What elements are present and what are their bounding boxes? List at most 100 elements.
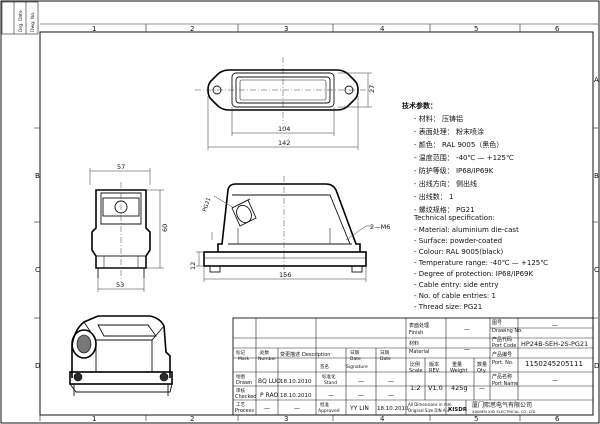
spec-cn-line-5: - 防护等级： IP68/IP69K <box>414 166 494 175</box>
col-number-2-bottom: 2 <box>190 415 194 423</box>
spec-en-line-1: - Material: aluminium die-cast <box>414 226 519 234</box>
spec-cn-line-2: - 表面处理： 粉末喷涂 <box>414 127 484 136</box>
zone-ticks <box>34 23 598 421</box>
drawing-no-label-en: Drawing No. <box>492 328 523 334</box>
port-name-label-cn: 产品名称 <box>492 373 512 380</box>
spec-en-line-6: - Cable entry: side entry <box>414 281 499 289</box>
margin-boxes: Drg. Date Dwg. No. <box>1 1 39 35</box>
drawn-date: 18.10.2010 <box>280 379 312 385</box>
drawn-name: BQ LUO <box>258 378 281 385</box>
dim-width-104: 104 <box>278 125 290 133</box>
standard-date: — <box>388 378 394 385</box>
row-letter-a: A <box>594 76 599 84</box>
material-value: — <box>464 346 470 353</box>
weight-label-en: Weight <box>450 368 467 374</box>
mark-label-cn: 标记 <box>236 349 245 356</box>
process-label-en: Process <box>235 408 254 414</box>
checked-extra-3: — <box>388 392 394 399</box>
company-name-en: XIAMEN XISI ELECTRICAL CO.,LTD <box>472 409 536 414</box>
col-number-1-bottom: 1 <box>92 415 96 423</box>
col-number-6: 6 <box>555 25 560 33</box>
checked-date: 18.10.2010 <box>280 393 312 399</box>
spec-chinese: 技术参数： - 材料： 压铸铝 - 表面处理： 粉末喷涂 - 颜色： RAL 9… <box>402 101 514 214</box>
title-block <box>232 317 594 416</box>
spec-cn-line-1: - 材料： 压铸铝 <box>414 114 463 123</box>
row-letter-c: C <box>594 266 599 274</box>
drawing-no-value: — <box>552 322 558 329</box>
side-view: 57 60 53 <box>89 163 169 292</box>
spec-en-heading: Technical specification: <box>413 214 495 222</box>
checked-label-cn: 审核 <box>236 387 245 394</box>
spec-cn-line-3: - 颜色： RAL 9005（黑色） <box>414 140 503 149</box>
spec-cn-line-7: - 出线数： 1 <box>414 192 453 201</box>
drawing-no-label-cn: 图号 <box>492 320 502 326</box>
dim-screw-2m6: 2—M6 <box>370 223 390 231</box>
row-letter-d-left: D <box>35 362 40 370</box>
dims-note-2: Original Size DIN A 4 <box>408 408 450 413</box>
scale-label-cn: 比例 <box>410 361 420 368</box>
col-number-3-bottom: 3 <box>284 415 288 423</box>
mark-label-en: Mark <box>238 356 249 362</box>
rev-label-cn: 版本 <box>429 361 439 368</box>
col-number-3: 3 <box>284 25 288 33</box>
spec-en-line-3: - Colour: RAL 9005(black) <box>414 248 504 256</box>
col-number-4-bottom: 4 <box>380 415 385 423</box>
scale-label-en: Scale <box>409 368 422 374</box>
spec-en-line-7: - No. of cable entries: 1 <box>414 292 496 300</box>
date-label-cn-2: 日期 <box>380 350 389 356</box>
spec-cn-line-8: - 螺纹规格： PG21 <box>414 205 475 214</box>
spec-cn-line-4: - 温度范围： -40℃ — +125℃ <box>414 153 514 162</box>
port-code-value: HP24B-SEH-2S-PG21 <box>521 340 588 348</box>
drawn-label-cn: 绘图 <box>236 373 245 380</box>
margin-dwg-no: Dwg. No. <box>30 12 36 32</box>
number-label-en: Number <box>258 356 276 362</box>
process-date: — <box>294 405 300 412</box>
approved-name: YY LIN <box>349 405 369 412</box>
approved-label-cn: 批准 <box>320 401 329 408</box>
port-name-value: — <box>552 377 558 384</box>
dims-note-1: All Dimensions in mm <box>408 402 452 407</box>
spec-english: Technical specification: - Material: alu… <box>413 214 548 311</box>
isometric-view <box>69 315 173 396</box>
dim-side-53: 53 <box>116 281 124 289</box>
spec-en-line-5: - Degree of protection: IP68/IP69K <box>414 270 534 278</box>
number-label-cn: 处数 <box>260 349 269 356</box>
date-label-en-2: Date <box>380 356 391 362</box>
material-label-cn: 材料 <box>409 340 419 347</box>
port-name-label-en: Port Name <box>492 381 518 387</box>
spec-cn-heading: 技术参数： <box>402 101 437 110</box>
finish-value: — <box>464 326 470 333</box>
dim-height-27: 27 <box>368 85 376 93</box>
dim-side-57: 57 <box>117 163 125 171</box>
spec-en-line-4: - Temperature range: -40℃ — +125℃ <box>414 259 548 267</box>
col-number-1: 1 <box>92 25 96 33</box>
company-name-cn: 厦门熙思电气有限公司 <box>472 401 532 409</box>
drawn-label-en: Drawn <box>236 380 252 386</box>
dim-cable-entry-pg21: PG21 <box>202 197 212 213</box>
dim-side-60: 60 <box>161 224 169 232</box>
qty-value: — <box>479 385 485 392</box>
margin-drg-date: Drg. Date <box>18 10 24 32</box>
standard-value: — <box>358 378 364 385</box>
port-no-label-cn: 产品编号 <box>492 351 512 358</box>
col-number-6-bottom: 6 <box>555 415 560 423</box>
change-label-en: Description <box>302 352 330 358</box>
signature-label-cn: 签名 <box>320 363 329 370</box>
finish-label-cn: 表面处理 <box>409 322 429 329</box>
date-label-cn: 日期 <box>350 350 359 356</box>
qty-label-cn: 数量 <box>477 361 487 368</box>
col-number-5: 5 <box>474 25 478 33</box>
approved-label-en: Approved <box>318 408 340 414</box>
dim-width-156: 156 <box>279 271 291 279</box>
checked-label-en: Checked <box>235 394 256 400</box>
row-letter-b-left: B <box>35 172 40 180</box>
checked-extra-2: — <box>358 392 364 399</box>
dim-width-142: 142 <box>278 139 290 147</box>
row-letter-d: D <box>594 362 599 370</box>
weight-value: 425g <box>451 384 468 392</box>
standard-label-en: Stand <box>324 380 337 386</box>
weight-label-cn: 重量 <box>452 361 462 368</box>
finish-label-en: Finish <box>409 330 423 336</box>
col-number-5-bottom: 5 <box>474 415 478 423</box>
